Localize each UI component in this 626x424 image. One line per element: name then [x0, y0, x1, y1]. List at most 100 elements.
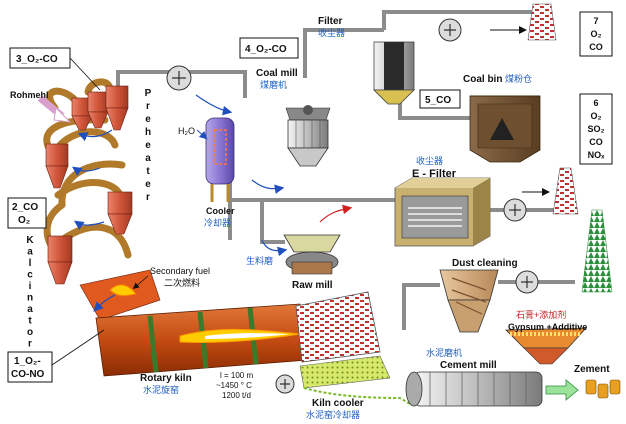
red-flow-arrow: [319, 204, 353, 223]
gypsum-label-en: Gypsum +Additive: [508, 322, 587, 332]
coal-mill-label-cn: 煤磨机: [260, 79, 287, 90]
raw-mill-label-cn: 生料磨: [246, 255, 273, 266]
labels: Filter 收尘器 Coal mill 煤磨机 Coal bin 煤粉仓 Ro…: [10, 16, 610, 420]
secondary-fuel-label-cn: 二次燃料: [164, 277, 200, 288]
box-6-line-2: SO₂: [587, 124, 604, 134]
box-7-line-0: 7: [593, 16, 598, 26]
preheater-letter-0: P: [145, 88, 152, 99]
h2o-label: H₂O: [178, 126, 195, 136]
stack-6: [522, 167, 579, 215]
kalcinator-letter-5: n: [27, 293, 33, 304]
preheater-letter-1: r: [146, 101, 150, 112]
cement-mill: [405, 371, 579, 407]
preheater-letter-2: e: [145, 114, 151, 125]
kalcinator-letter-3: c: [27, 270, 33, 281]
box-2-text-1: 2_CO: [12, 202, 38, 213]
box-2-text-2: O₂: [18, 215, 30, 226]
box-1-text-1: 1_O₂-: [14, 356, 41, 367]
kalcinator-letter-1: a: [27, 247, 33, 258]
gypsum-hopper: [505, 327, 587, 365]
stack-7: [490, 3, 557, 41]
gypsum-label-cn: 石膏+添加剂: [516, 309, 566, 320]
cement-mill-label-cn: 水泥磨机: [426, 347, 462, 358]
box-7-line-2: CO: [589, 42, 603, 52]
cooler: [196, 117, 235, 202]
filter-label-cn: 收尘器: [318, 27, 345, 38]
kiln-cooler: [295, 291, 411, 405]
kiln-spec-capacity: 1200 t/d: [222, 391, 251, 400]
box-4: 4_O₂-CO: [239, 37, 299, 59]
box-6-line-1: O₂: [591, 111, 602, 121]
kalcinator-letter-6: a: [27, 304, 33, 315]
preheater-letter-4: e: [145, 140, 151, 151]
box-7: 7O₂ CO: [579, 11, 613, 57]
preheater-flow-arrows: [72, 94, 288, 312]
box-5: 5_CO: [419, 89, 461, 109]
cooler-label-cn: 冷却器: [204, 217, 231, 228]
kiln-cooler-label-en: Kiln cooler: [312, 398, 364, 409]
cement-mill-label-en: Cement mill: [440, 360, 497, 371]
box-6-line-4: NOₓ: [588, 150, 606, 160]
kalcinator-letter-8: o: [27, 327, 33, 338]
filter-top: [373, 41, 415, 105]
e-filter: [394, 177, 491, 247]
rotary-kiln: [95, 284, 309, 377]
box-5-text: 5_CO: [425, 95, 451, 106]
e-filter-label-cn: 收尘器: [416, 155, 443, 166]
rotary-kiln-label-en: Rotary kiln: [140, 373, 192, 384]
fan-kiln-cooler: [275, 374, 295, 394]
kiln-spec-temp: ~1450 ° C: [216, 381, 252, 390]
zement-label: Zement: [574, 364, 610, 375]
kalcinator-letter-7: t: [28, 316, 32, 327]
box-7-line-1: O₂: [591, 29, 602, 39]
kalcinator-letter-4: i: [29, 281, 32, 292]
preheater-letter-5: a: [145, 153, 151, 164]
box-1-text-2: CO-NO: [11, 369, 45, 380]
coal-mill: [285, 105, 331, 167]
fan-stack-7: [438, 18, 462, 42]
fan-dust: [515, 270, 539, 294]
coal-mill-label-en: Coal mill: [256, 68, 298, 79]
preheater-letter-3: h: [145, 127, 151, 138]
kalcinator-letter-0: K: [26, 235, 34, 246]
cooler-label-en: Cooler: [206, 206, 235, 216]
fan-stack-6: [503, 198, 527, 222]
secondary-fuel-arrow: [132, 275, 149, 290]
box-6: 6O₂ SO₂ CO NOₓ: [579, 93, 613, 165]
preheater-letter-8: r: [146, 192, 150, 203]
box-6-line-0: 6: [593, 98, 598, 108]
cyclone-mid-right: [107, 191, 133, 235]
preheater-letter-6: t: [146, 166, 150, 177]
kiln-spec-length: l = 100 m: [220, 371, 253, 380]
raw-mill: [283, 234, 341, 275]
kalcinator-letter-9: r: [28, 339, 32, 350]
preheater-letter-7: e: [145, 179, 151, 190]
raw-mill-label-en: Raw mill: [292, 280, 333, 291]
box-3: 3_O₂-CO: [9, 47, 101, 91]
kalcinator-letter-2: l: [29, 258, 32, 269]
rohmehl-label: Rohmehl: [10, 90, 49, 100]
cement-bags: [585, 379, 621, 399]
box-1: 1_O₂- CO-NO: [7, 329, 105, 383]
raw-meal-feed: [37, 95, 72, 123]
stack-dust: [581, 209, 613, 293]
cyclone-mid-left: [45, 143, 69, 189]
box-4-text: 4_O₂-CO: [245, 44, 287, 55]
kiln-cooler-label-cn: 水泥窑冷却器: [306, 409, 360, 420]
dust-cleaning: [439, 269, 499, 333]
e-filter-label-en: E - Filter: [412, 168, 457, 180]
coal-bin: [469, 95, 541, 163]
coal-bin-label-cn: 煤粉仓: [505, 73, 532, 84]
box-2: 2_CO O₂: [7, 197, 47, 229]
dust-cleaning-label: Dust cleaning: [452, 258, 518, 269]
cyclone-top-3: [105, 85, 129, 131]
secondary-fuel-label-en: Secondary fuel: [150, 266, 210, 276]
box-6-line-3: CO: [589, 137, 603, 147]
box-3-text: 3_O₂-CO: [16, 54, 58, 65]
cyclone-top-2: [87, 91, 109, 129]
cyclone-calciner: [47, 235, 73, 285]
